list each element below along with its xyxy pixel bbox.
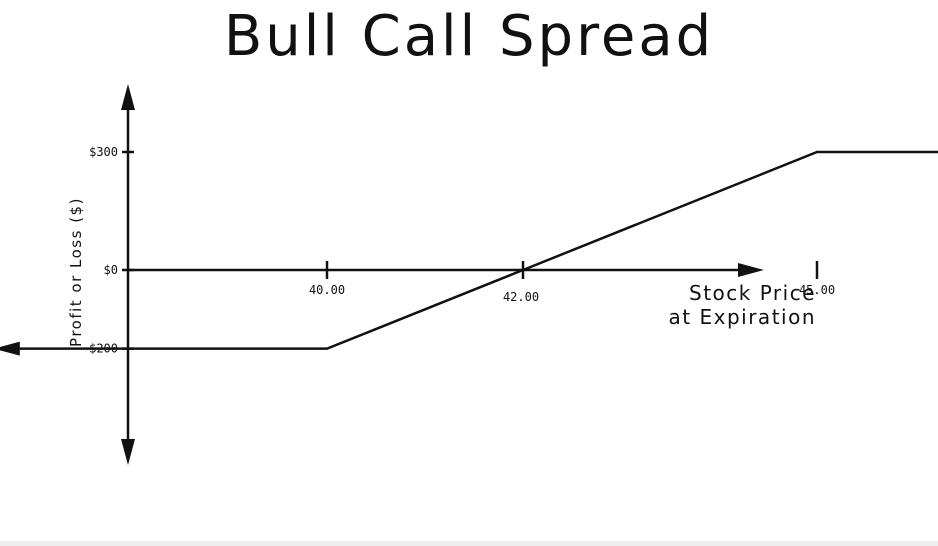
x-tick-label: 42.00	[503, 290, 539, 304]
x-axis-label-line: Stock Price	[689, 281, 816, 305]
x-tick-label: 40.00	[309, 283, 345, 297]
y-tick-label: $300	[89, 145, 118, 159]
y-axis-label: Profit or Loss ($)	[67, 197, 85, 347]
payoff-line	[13, 150, 938, 350]
x-axis-label-line: at Expiration	[669, 305, 816, 329]
x-axis-arrow	[738, 263, 764, 277]
y-tick-label: $0	[104, 263, 118, 277]
payoff-arrow-left	[0, 341, 20, 356]
y-axis-arrow-up	[121, 84, 135, 110]
series	[0, 150, 938, 356]
y-axis-arrow-down	[121, 439, 135, 465]
bottom-border	[0, 541, 938, 546]
chart-title: Bull Call Spread	[223, 4, 715, 69]
axes	[121, 84, 764, 465]
x-tick-label: 45.00	[799, 283, 835, 297]
